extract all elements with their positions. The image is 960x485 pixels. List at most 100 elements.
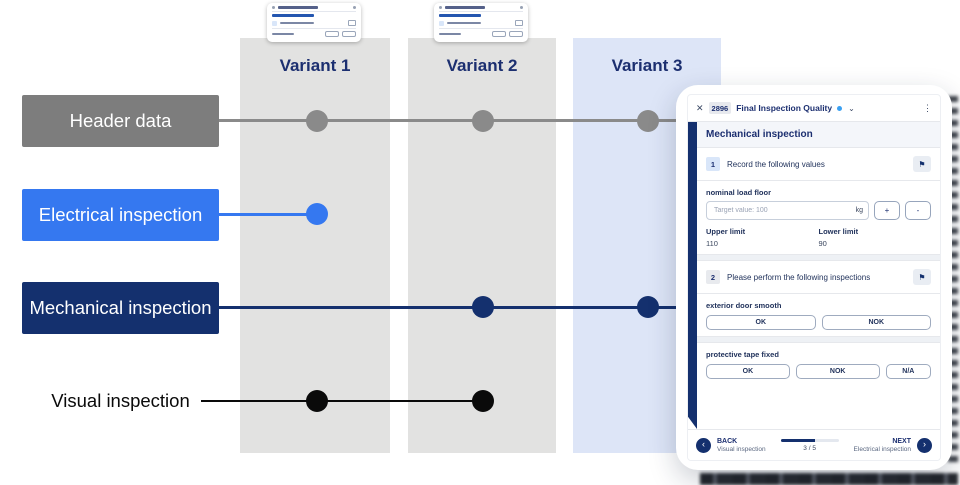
status-dot xyxy=(837,105,843,111)
next-arrow-button[interactable]: › xyxy=(917,437,932,453)
unit-label: kg xyxy=(855,207,863,214)
lower-limit-value: 90 xyxy=(818,239,827,248)
mechanical-line xyxy=(219,306,692,309)
step-1-text: Record the following values xyxy=(727,159,825,169)
section-divider xyxy=(697,336,940,343)
next-label-block[interactable]: NEXT Electrical inspection xyxy=(854,438,911,453)
mini-button xyxy=(492,31,506,37)
variant-3-title: Variant 3 xyxy=(611,56,683,75)
mini-title-bar xyxy=(278,6,318,9)
upper-limit-value: 110 xyxy=(706,239,718,248)
card-header: ✕ 2896 Final Inspection Quality ⌄ ⋮ xyxy=(688,95,940,121)
order-id-badge: 2896 xyxy=(708,102,732,114)
ok-button[interactable]: OK xyxy=(706,315,816,330)
electrical-line xyxy=(219,213,319,216)
nominal-load-group: nominal load floor kg + - Upper limit xyxy=(697,181,940,254)
card-title: Final Inspection Quality xyxy=(736,103,833,113)
flag-icon[interactable]: ⚑ xyxy=(913,156,931,172)
flag-icon[interactable]: ⚑ xyxy=(913,269,931,285)
row-label-header-data: Header data xyxy=(22,95,219,147)
inspection-card: ✕ 2896 Final Inspection Quality ⌄ ⋮ Mech… xyxy=(687,94,941,461)
row-label-mechanical-inspection-text: Mechanical inspection xyxy=(29,297,212,318)
mini-step-text-bar xyxy=(280,22,314,24)
row-label-mechanical-inspection: Mechanical inspection xyxy=(22,282,219,334)
photo-background-edge-bottom xyxy=(700,473,958,485)
back-sub-label: Visual inspection xyxy=(717,445,766,453)
mini-close-icon xyxy=(272,6,275,9)
protective-tape-group: protective tape fixed OK NOK N/A xyxy=(697,343,940,385)
row-label-header-data-text: Header data xyxy=(69,110,172,131)
back-label-block[interactable]: BACK Visual inspection xyxy=(717,438,766,453)
visual-dot-variant-1 xyxy=(306,390,328,412)
row-label-visual-inspection-text: Visual inspection xyxy=(51,390,190,411)
mini-kebab-icon xyxy=(353,6,356,9)
tablet-mockup: ✕ 2896 Final Inspection Quality ⌄ ⋮ Mech… xyxy=(676,85,952,470)
target-value-input[interactable] xyxy=(712,206,853,215)
chevron-down-icon[interactable]: ⌄ xyxy=(848,103,855,113)
mini-button xyxy=(342,31,356,37)
mini-close-icon xyxy=(439,6,442,9)
mini-flag-icon xyxy=(348,20,356,26)
section-accent-stripe xyxy=(688,122,697,429)
divider xyxy=(697,180,940,181)
section-title: Mechanical inspection xyxy=(697,122,940,148)
row-label-visual-inspection: Visual inspection xyxy=(22,389,219,413)
upper-limit-label: Upper limit xyxy=(706,227,746,236)
mini-phone-mockup-variant-1 xyxy=(267,3,361,42)
exterior-door-group: exterior door smooth OK NOK xyxy=(697,294,940,336)
header-divider xyxy=(688,121,940,122)
next-sub-label: Electrical inspection xyxy=(853,445,911,453)
progress-text: 3 / 5 xyxy=(803,444,816,452)
nok-button[interactable]: NOK xyxy=(795,364,880,379)
mini-section-bar xyxy=(439,14,481,17)
visual-line xyxy=(201,400,485,402)
row-label-electrical-inspection-text: Electrical inspection xyxy=(38,204,203,225)
close-icon[interactable]: ✕ xyxy=(696,102,704,113)
ok-button[interactable]: OK xyxy=(706,364,790,379)
back-arrow-button[interactable]: ‹ xyxy=(696,437,711,453)
card-body: Mechanical inspection 1 Record the follo… xyxy=(688,122,940,429)
kebab-menu-icon[interactable]: ⋮ xyxy=(923,102,932,113)
progress-fill xyxy=(780,438,816,442)
lower-limit-label: Lower limit xyxy=(818,227,859,236)
protective-tape-label: protective tape fixed xyxy=(706,350,779,359)
increment-button[interactable]: + xyxy=(874,201,900,220)
mini-field-bar xyxy=(439,33,461,35)
mini-field-bar xyxy=(272,33,294,35)
header-dot-variant-3 xyxy=(637,110,659,132)
variant-1-column: Variant 1 xyxy=(240,38,390,453)
mini-phone-mockup-variant-2 xyxy=(434,3,528,42)
next-label: NEXT xyxy=(892,437,911,445)
progress-track xyxy=(780,438,839,442)
header-dot-variant-2 xyxy=(472,110,494,132)
header-data-line xyxy=(219,119,690,122)
target-value-input-wrap: kg xyxy=(706,201,869,220)
variant-2-column: Variant 2 xyxy=(408,38,556,453)
na-button[interactable]: N/A xyxy=(885,364,931,379)
mechanical-dot-variant-2 xyxy=(472,296,494,318)
step-1-row: 1 Record the following values ⚑ xyxy=(697,148,940,180)
electrical-dot-variant-1 xyxy=(306,203,328,225)
mini-step-badge xyxy=(272,20,277,26)
mini-button xyxy=(509,31,523,37)
mini-title-bar xyxy=(445,6,485,9)
progress-block: 3 / 5 xyxy=(772,438,848,452)
upper-limit-block: Upper limit 110 xyxy=(706,227,819,248)
mini-section-bar xyxy=(272,14,314,17)
nok-button[interactable]: NOK xyxy=(821,315,931,330)
exterior-door-label: exterior door smooth xyxy=(706,301,782,310)
back-label: BACK xyxy=(717,437,738,445)
lower-limit-block: Lower limit 90 xyxy=(819,227,932,248)
step-1-badge: 1 xyxy=(706,157,720,171)
row-label-electrical-inspection: Electrical inspection xyxy=(22,189,219,241)
decrement-button[interactable]: - xyxy=(905,201,931,220)
mini-flag-icon xyxy=(515,20,523,26)
mechanical-dot-variant-3 xyxy=(637,296,659,318)
step-2-row: 2 Please perform the following inspectio… xyxy=(697,261,940,293)
header-dot-variant-1 xyxy=(306,110,328,132)
variant-2-title: Variant 2 xyxy=(446,56,518,75)
step-2-badge: 2 xyxy=(706,270,720,284)
card-footer: ‹ BACK Visual inspection 3 / 5 NEXT Elec… xyxy=(688,429,940,460)
section-divider xyxy=(697,254,940,261)
